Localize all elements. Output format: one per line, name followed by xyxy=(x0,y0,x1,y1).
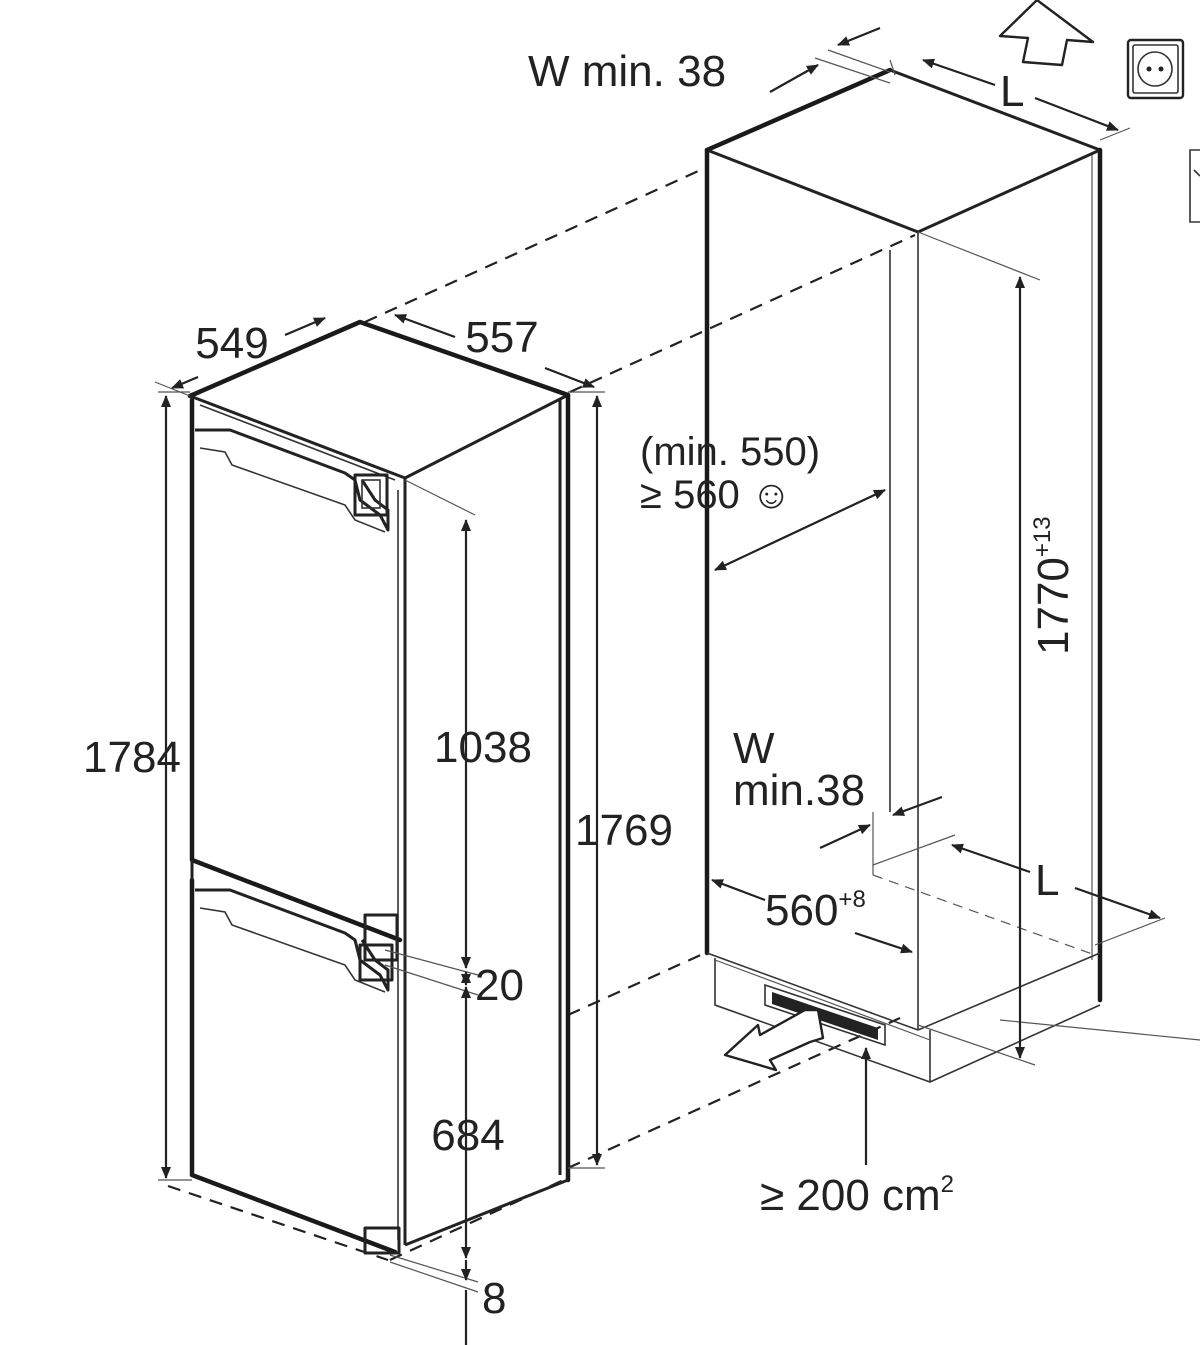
bottom-gap-label: 8 xyxy=(482,1274,506,1323)
body-height-label: 1769 xyxy=(575,806,673,855)
air-inlet-arrow-icon xyxy=(723,1008,825,1072)
bottom-vent-w-label: W xyxy=(733,724,775,773)
power-socket-icon xyxy=(1126,38,1185,100)
partial-icon-edge xyxy=(1189,149,1200,223)
top-vent-label: W min. 38 xyxy=(528,47,726,96)
niche-width-label: 560+8 xyxy=(765,886,866,935)
door-hardware xyxy=(195,428,401,1255)
width-label: 557 xyxy=(465,313,538,362)
vent-area-label: ≥ 200 cm2 xyxy=(760,1171,954,1220)
arrow-up-icon xyxy=(998,0,1095,67)
door-gap-label: 20 xyxy=(475,961,524,1010)
bottom-vent-min-label: min.38 xyxy=(733,766,865,815)
projection-dashed-lines xyxy=(167,166,916,1262)
fridge-labels: 549 557 1784 1038 20 684 1769 8 xyxy=(83,313,673,1323)
fridge-dimension-lines xyxy=(154,313,605,1345)
rec-depth-label: ≥ 560 ☺ xyxy=(640,473,792,517)
depth-label: 549 xyxy=(195,319,268,368)
min-depth-label: (min. 550) xyxy=(640,430,820,474)
niche-labels: W min. 38 L (min. 550) ≥ 560 ☺ 1770+13 W… xyxy=(528,47,1078,1220)
upper-door-label: 1038 xyxy=(434,723,532,772)
niche-height-label: 1770+13 xyxy=(1029,516,1078,655)
bottom-air-length-label: L xyxy=(1035,856,1059,905)
fridge-body xyxy=(187,319,571,1255)
height-label: 1784 xyxy=(83,733,181,782)
niche-dimension-lines xyxy=(711,26,1166,1165)
top-air-length-label: L xyxy=(1000,67,1024,116)
lower-door-label: 684 xyxy=(431,1111,504,1160)
